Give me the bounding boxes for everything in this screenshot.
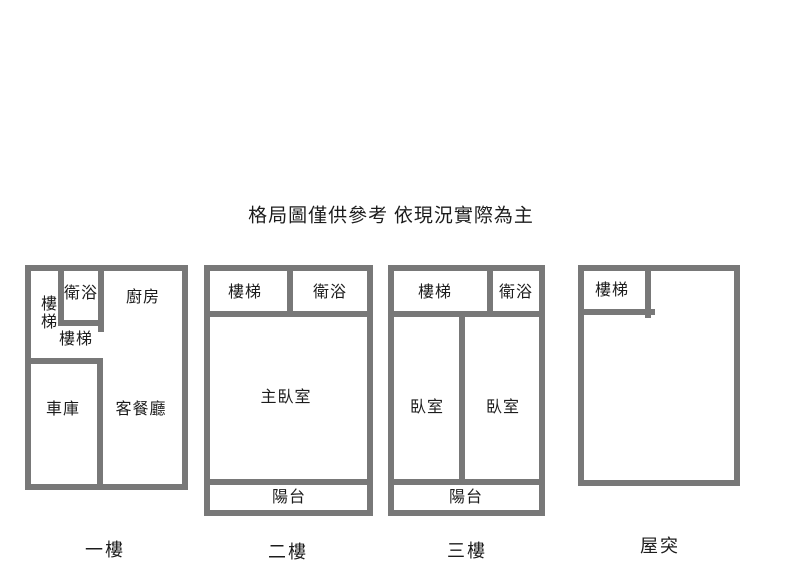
room-label-balcony: 陽台 <box>271 489 307 506</box>
floor-name-second: 二樓 <box>268 542 308 562</box>
room-label-bath: 衛浴 <box>498 284 534 301</box>
floor-name-roof: 屋突 <box>640 536 680 556</box>
room-label-kitchen: 廚房 <box>125 289 161 306</box>
wall-f1-garage-top <box>31 358 103 364</box>
floorplan-second-floor: 樓梯 衛浴 主臥室 陽台 <box>204 265 373 516</box>
wall-f1-bath-right <box>98 271 104 332</box>
floorplan-roof: 樓梯 <box>578 265 740 486</box>
room-label-bath: 衛浴 <box>63 285 99 302</box>
room-label-master-bedroom: 主臥室 <box>260 389 312 406</box>
room-label-garage: 車庫 <box>45 401 81 418</box>
floor-name-first: 一樓 <box>85 540 125 560</box>
room-label-living-dining: 客餐廳 <box>115 401 167 418</box>
room-label-stairs: 樓梯 <box>417 284 453 301</box>
room-label-bedroom: 臥室 <box>409 399 445 416</box>
wall-f1-garage-right <box>97 358 103 484</box>
floorplan-first-floor: 樓梯 衛浴 廚房 樓梯 車庫 客餐廳 <box>25 265 188 490</box>
room-label-stairs: 樓梯 <box>594 282 630 299</box>
wall-f2-balcony-top <box>210 479 367 485</box>
page-title: 格局圖僅供參考 依現況實際為主 <box>248 205 534 227</box>
wall-f2-stairs-bath-divider <box>287 271 293 317</box>
wall-f3-stairs-bath-divider <box>487 271 493 317</box>
floor-name-third: 三樓 <box>447 541 487 561</box>
wall-f4-stairs-right <box>645 271 651 318</box>
room-label-balcony: 陽台 <box>448 489 484 506</box>
room-label-stairs: 樓梯 <box>227 284 263 301</box>
wall-f1-bath-bottom <box>58 320 104 326</box>
room-label-bedroom: 臥室 <box>485 399 521 416</box>
wall-f4-stairs-bottom <box>584 309 655 315</box>
room-label-stairs: 樓梯 <box>38 295 55 331</box>
wall-f3-balcony-top <box>394 479 539 485</box>
wall-f1-bath-left <box>58 271 64 326</box>
room-label-bath: 衛浴 <box>312 284 348 301</box>
wall-f3-top-section-bottom <box>394 311 539 317</box>
wall-f3-bedroom-divider <box>459 311 465 485</box>
wall-f2-top-section-bottom <box>210 311 367 317</box>
room-label-stairs: 樓梯 <box>58 331 94 348</box>
floorplan-third-floor: 樓梯 衛浴 臥室 臥室 陽台 <box>388 265 545 516</box>
